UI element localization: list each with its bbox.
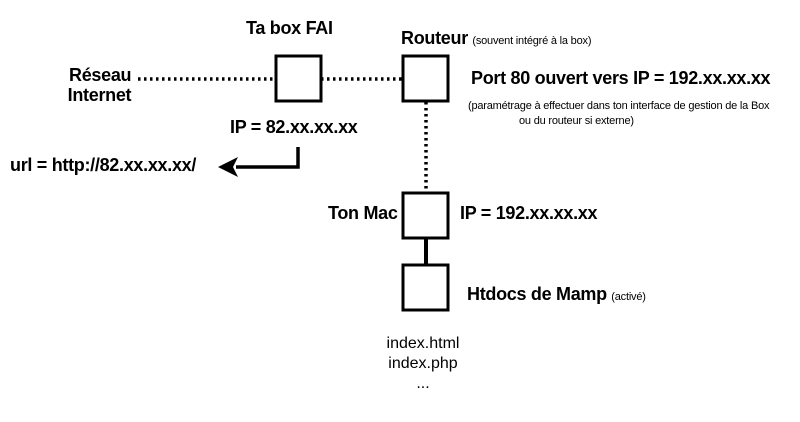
- box-fai-title: Ta box FAI: [246, 18, 333, 38]
- router-note: (souvent intégré à la box): [472, 35, 592, 47]
- url-arrow-line: [236, 147, 300, 169]
- internet-label-line1: Réseau: [69, 65, 132, 85]
- file-index-html: index.html: [386, 335, 460, 352]
- router-config-line1: (paramétrage à effectuer dans ton interf…: [468, 100, 770, 112]
- router-node: [401, 54, 450, 103]
- htdocs-title: Htdocs de Mamp: [467, 284, 607, 304]
- htdocs-node: [401, 263, 450, 312]
- htdocs-note: (activé): [611, 291, 646, 303]
- mac-ip: IP = 192.xx.xx.xx: [460, 203, 598, 223]
- mac-title: Ton Mac: [328, 203, 398, 223]
- mac-node: [401, 191, 450, 240]
- file-index-php: index.php: [388, 355, 458, 372]
- router-port-rule: Port 80 ouvert vers IP = 192.xx.xx.xx: [471, 68, 771, 88]
- box-fai-ip: IP = 82.xx.xx.xx: [230, 117, 358, 137]
- router-title: Routeur: [401, 28, 468, 48]
- url-arrow-head: [218, 157, 238, 177]
- box-fai-node: [274, 54, 323, 103]
- router-title-row: Routeur (souvent intégré à la box): [401, 28, 592, 49]
- htdocs-file-list: index.html index.php ...: [373, 334, 473, 394]
- file-ellipsis: ...: [416, 375, 430, 392]
- internet-label: Réseau Internet: [68, 65, 132, 105]
- public-url: url = http://82.xx.xx.xx/: [10, 155, 197, 175]
- router-config-line2: ou du routeur si externe): [519, 115, 634, 127]
- internet-label-line2: Internet: [67, 85, 132, 105]
- htdocs-title-row: Htdocs de Mamp (activé): [467, 284, 646, 305]
